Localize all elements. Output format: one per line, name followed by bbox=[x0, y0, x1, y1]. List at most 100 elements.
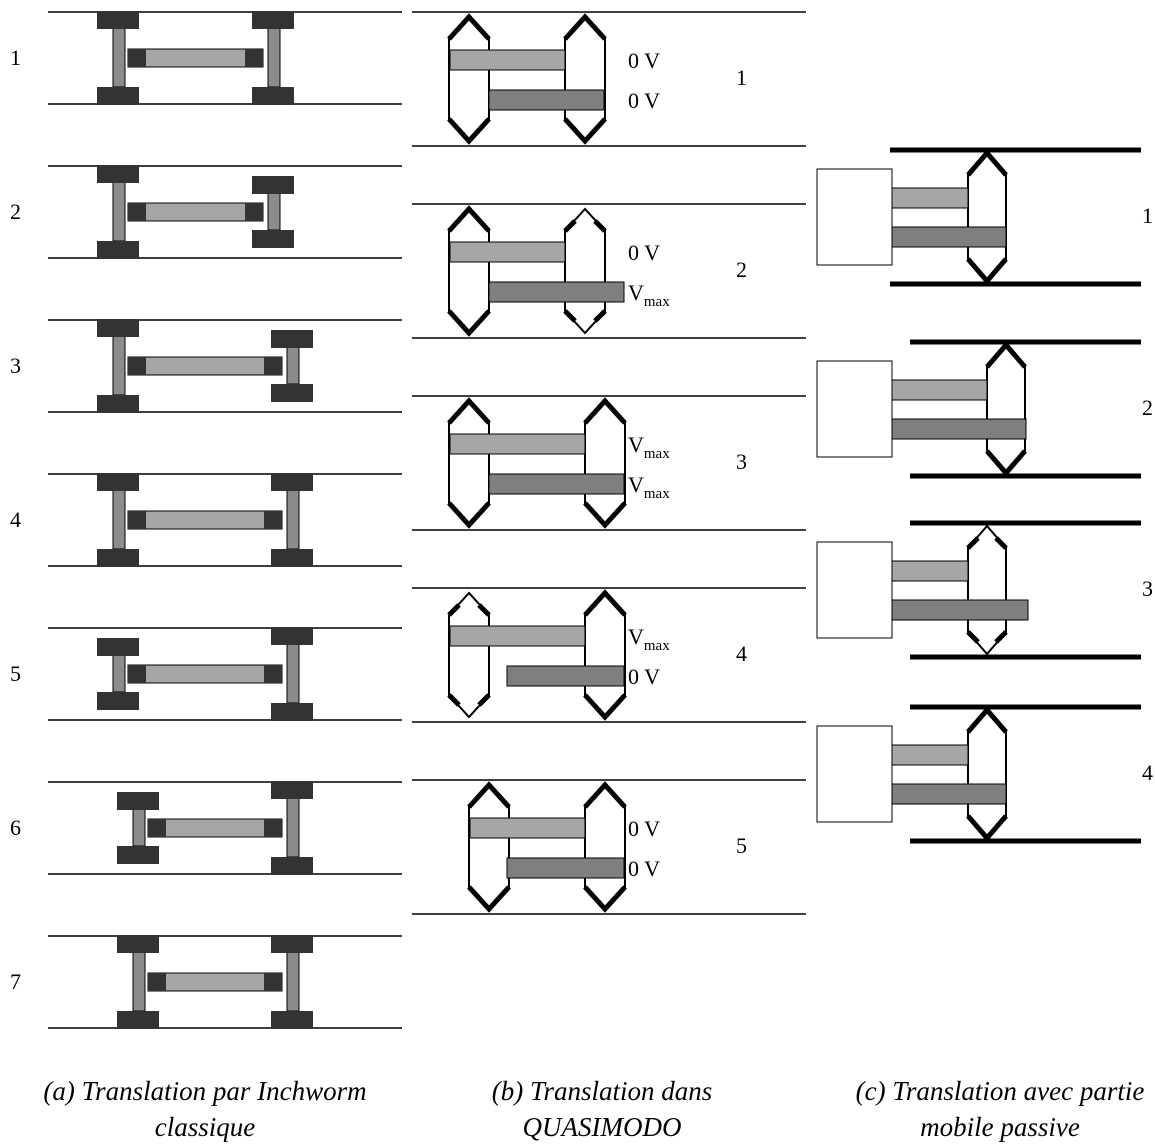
actuator-end bbox=[128, 665, 146, 683]
caption-line-1: (a) Translation par Inchworm bbox=[43, 1076, 366, 1106]
clamp-post bbox=[286, 950, 300, 1012]
clamp-pad-top bbox=[117, 935, 159, 953]
extension-actuator bbox=[127, 48, 264, 68]
clamp-post bbox=[286, 488, 300, 550]
upper-actuator-bar bbox=[449, 241, 566, 263]
lower-voltage: 0 V bbox=[628, 856, 660, 881]
right-clamp-octagon-top-edge bbox=[583, 781, 627, 809]
caption-a: (a) Translation par Inchworm classique bbox=[43, 1076, 366, 1142]
caption-line-2: QUASIMODO bbox=[523, 1112, 682, 1142]
clamp-post bbox=[267, 26, 281, 88]
inchworm-step-5: 5 bbox=[10, 627, 402, 721]
actuator-end bbox=[264, 819, 282, 837]
step-number: 3 bbox=[1142, 576, 1153, 601]
upper-actuator-bar bbox=[891, 379, 988, 401]
clamp-pad-top bbox=[97, 473, 139, 491]
step-number: 1 bbox=[736, 65, 747, 90]
right-clamp-octagon-bottom-edge bbox=[583, 885, 627, 913]
clamp-pad-bottom bbox=[97, 549, 139, 567]
clamp-post bbox=[286, 642, 300, 704]
inchworm-step-7: 7 bbox=[10, 935, 402, 1029]
lower-actuator-bar bbox=[891, 599, 1029, 621]
step-number: 2 bbox=[736, 257, 747, 282]
clamp-pad-top bbox=[271, 473, 313, 491]
caption-line-1: (c) Translation avec partie bbox=[856, 1076, 1145, 1106]
clamp-pad-bottom bbox=[271, 703, 313, 721]
clamp-pad-bottom bbox=[97, 692, 139, 710]
upper-voltage: 0 V bbox=[628, 48, 660, 73]
lower-voltage: 0 V bbox=[628, 88, 660, 113]
quasimodo-step-5: 0 V0 V5 bbox=[412, 779, 806, 915]
caption-line-2: classique bbox=[155, 1112, 256, 1142]
extension-actuator bbox=[127, 510, 283, 530]
actuator-end bbox=[264, 511, 282, 529]
step-number: 5 bbox=[736, 833, 747, 858]
step-number: 3 bbox=[736, 449, 747, 474]
clamp-pad-top bbox=[252, 176, 294, 194]
right-clamp-octagon-bottom-edge bbox=[563, 117, 607, 145]
clamp-post bbox=[286, 796, 300, 858]
clamp-post bbox=[112, 653, 126, 693]
passive-step-1: 1 bbox=[816, 147, 1153, 287]
clamp-pad-bottom bbox=[252, 87, 294, 105]
lower-actuator-bar bbox=[488, 473, 625, 495]
clamp-pad-bottom bbox=[97, 87, 139, 105]
clamp-pad-top bbox=[271, 935, 313, 953]
inchworm-step-1: 1 bbox=[10, 11, 402, 105]
clamp-pad-bottom bbox=[117, 846, 159, 864]
inchworm-step-6: 6 bbox=[10, 781, 402, 875]
clamp-pad-top bbox=[97, 319, 139, 337]
extension-actuator bbox=[147, 818, 283, 838]
upper-actuator-bar bbox=[469, 817, 586, 839]
left-clamp-octagon-bottom-edge bbox=[447, 309, 491, 337]
extension-actuator bbox=[127, 356, 283, 376]
clamp-octagon-bottom-edge bbox=[966, 814, 1008, 842]
right-clamp-octagon-top-edge bbox=[583, 589, 627, 617]
lower-actuator-bar bbox=[506, 665, 625, 687]
upper-actuator-bar bbox=[449, 625, 586, 647]
clamp-octagon-top-edge bbox=[966, 149, 1008, 177]
left-clamp-octagon-top-edge bbox=[447, 205, 491, 233]
clamp-pad-top bbox=[271, 627, 313, 645]
lower-voltage-subscript: max bbox=[644, 294, 670, 310]
right-clamp-octagon-bottom-edge bbox=[583, 693, 627, 721]
actuator-end bbox=[264, 665, 282, 683]
clamp-post bbox=[112, 488, 126, 550]
right-clamp-octagon-bottom-edge bbox=[583, 501, 627, 529]
passive-mobile-block bbox=[816, 168, 893, 266]
clamp-post bbox=[112, 180, 126, 242]
clamp-pad-top bbox=[117, 792, 159, 810]
upper-actuator-bar bbox=[891, 187, 969, 209]
inchworm-step-3: 3 bbox=[10, 319, 402, 413]
lower-actuator-bar bbox=[891, 418, 1027, 440]
left-clamp-octagon-top-edge bbox=[447, 397, 491, 425]
upper-actuator-bar bbox=[449, 49, 566, 71]
extension-actuator bbox=[127, 202, 264, 222]
left-clamp-octagon-bottom-edge bbox=[447, 117, 491, 145]
clamp-pad-bottom bbox=[97, 395, 139, 413]
actuator-end bbox=[245, 49, 263, 67]
step-number: 4 bbox=[736, 641, 747, 666]
extension-actuator bbox=[147, 972, 283, 992]
left-clamp-octagon-top-edge bbox=[467, 781, 511, 809]
step-number: 7 bbox=[10, 969, 21, 994]
clamp-octagon-bottom-edge bbox=[966, 257, 1008, 285]
step-number: 4 bbox=[1142, 760, 1153, 785]
upper-voltage: Vmax bbox=[628, 432, 670, 462]
step-number: 5 bbox=[10, 661, 21, 686]
actuator-end bbox=[128, 357, 146, 375]
upper-voltage: Vmax bbox=[628, 624, 670, 654]
clamp-post bbox=[132, 950, 146, 1012]
clamp-pad-top bbox=[97, 165, 139, 183]
lower-voltage: Vmax bbox=[628, 472, 670, 502]
actuator-end bbox=[128, 511, 146, 529]
clamp-post bbox=[112, 334, 126, 396]
actuator-end bbox=[128, 49, 146, 67]
lower-voltage: 0 V bbox=[628, 664, 660, 689]
clamp-post bbox=[286, 345, 300, 385]
